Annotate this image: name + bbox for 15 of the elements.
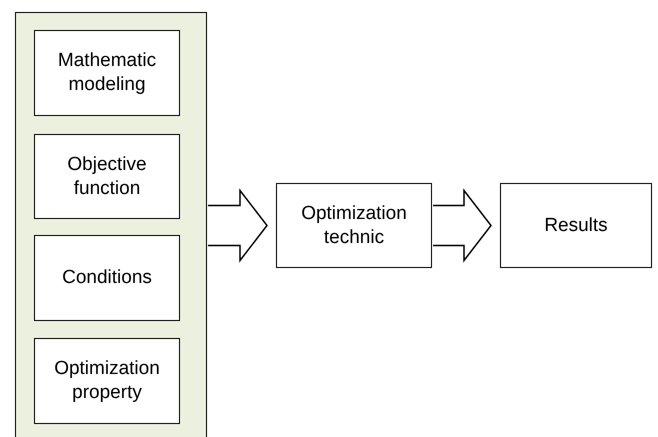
box-label: Objective function <box>66 152 148 200</box>
process-box <box>34 235 180 321</box>
block-arrow <box>432 188 492 263</box>
group-panel <box>15 12 207 437</box>
box-label: Optimization property <box>53 357 161 405</box>
process-box <box>500 183 652 268</box>
box-label: Results <box>544 214 608 238</box>
process-box <box>34 30 180 116</box>
process-box <box>34 134 180 219</box>
box-label: Mathematic modeling <box>56 49 158 97</box>
block-arrow <box>207 188 268 263</box>
box-label: Optimization technic <box>300 202 408 250</box>
box-label: Conditions <box>62 266 152 290</box>
process-box <box>276 183 432 268</box>
process-box <box>34 338 180 424</box>
